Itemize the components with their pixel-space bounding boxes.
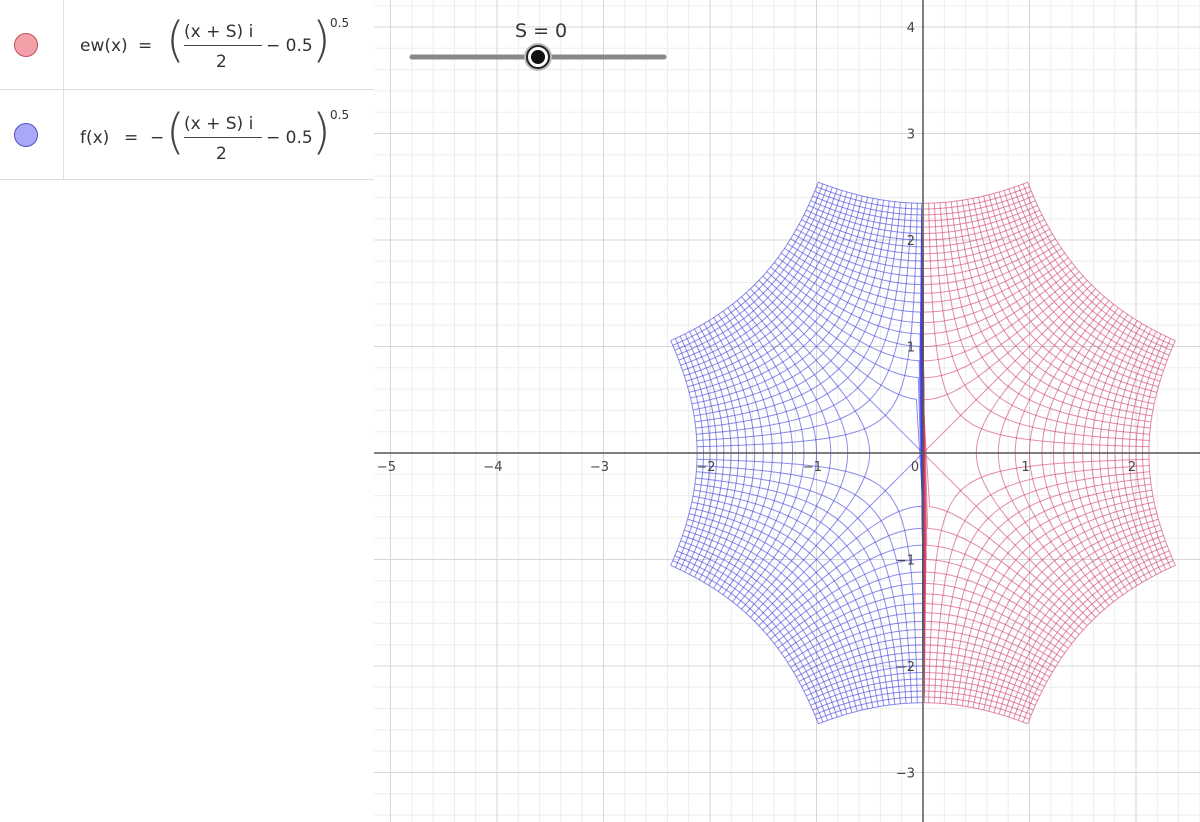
ew-grid-curve bbox=[967, 501, 1155, 707]
ew-grid-curve bbox=[961, 200, 1154, 411]
f-grid-curve bbox=[690, 507, 874, 708]
f-grid-curve bbox=[696, 471, 907, 704]
algebra-row-ew[interactable]: ew(x) = ( (x + S) i 2 − 0.5 ) 0.5 bbox=[0, 0, 374, 90]
tick-labels: −5 −4 −3 −2 −1 0 1 2 4 3 2 1 −1 −2 −3 bbox=[377, 21, 1136, 782]
f-grid-curve bbox=[678, 545, 838, 718]
ew-grid-curve bbox=[956, 200, 1153, 417]
ew-grid-curve bbox=[988, 524, 1161, 712]
y-tick-label: −3 bbox=[896, 767, 915, 782]
ew-grid-curve bbox=[977, 197, 1158, 393]
ew-grid-curve bbox=[993, 529, 1162, 713]
x-tick-label: −4 bbox=[483, 460, 502, 475]
f-grid-curve bbox=[684, 193, 853, 377]
x-tick-label: −1 bbox=[803, 460, 822, 475]
formula-equals: = bbox=[138, 36, 153, 56]
formula-numerator: (x + S) i bbox=[184, 114, 254, 134]
formula-exponent: 0.5 bbox=[330, 108, 350, 122]
f-grid-curve bbox=[692, 495, 885, 706]
slider-handle-dot bbox=[531, 50, 545, 64]
open-paren: ( bbox=[166, 104, 185, 160]
f-grid-curve bbox=[695, 477, 901, 704]
formula-tail: − 0.5 bbox=[266, 128, 313, 148]
x-tick-label: 1 bbox=[1021, 460, 1029, 475]
ew-grid-curve bbox=[950, 201, 1152, 423]
f-grid-curve bbox=[694, 483, 896, 705]
ew-grid-curve bbox=[998, 191, 1164, 371]
fraction-bar bbox=[184, 45, 262, 46]
f-grid-curve bbox=[693, 489, 890, 706]
row-divider bbox=[63, 0, 64, 89]
graphics-view[interactable]: −5 −4 −3 −2 −1 0 1 2 4 3 2 1 −1 −2 −3 bbox=[374, 0, 1200, 822]
f-grid-curve bbox=[676, 550, 833, 719]
ew-grid-curve bbox=[939, 202, 1150, 435]
y-tick-label: 1 bbox=[907, 341, 915, 356]
f-grid-curve bbox=[688, 513, 869, 709]
close-paren: ) bbox=[312, 12, 331, 68]
open-paren: ( bbox=[166, 12, 185, 68]
formula-lhs: f(x) bbox=[80, 128, 110, 148]
ew-grid-curve bbox=[967, 199, 1155, 405]
f-grid-curve bbox=[685, 524, 858, 712]
formula-denominator: 2 bbox=[216, 144, 227, 164]
y-tick-label: −2 bbox=[896, 660, 915, 675]
formula-denominator: 2 bbox=[216, 52, 227, 72]
x-tick-label: −5 bbox=[377, 460, 396, 475]
y-tick-label: −1 bbox=[896, 554, 915, 569]
ew-grid-curve bbox=[945, 202, 1151, 429]
f-grid-curve bbox=[691, 501, 879, 707]
f-grid-curve bbox=[682, 535, 848, 715]
ew-grid-curve bbox=[1022, 560, 1174, 723]
ew-grid-curve bbox=[1022, 183, 1174, 346]
algebra-row-f[interactable]: f(x) = − ( (x + S) i 2 − 0.5 ) 0.5 bbox=[0, 90, 374, 180]
x-tick-label: 0 bbox=[911, 460, 919, 475]
f-grid-curve bbox=[691, 199, 879, 405]
slider-label: S = 0 bbox=[515, 20, 568, 42]
f-grid-curve bbox=[674, 555, 829, 721]
formula-exponent: 0.5 bbox=[330, 16, 350, 30]
f-grid-curve bbox=[688, 197, 869, 393]
f-grid-curve bbox=[680, 540, 843, 716]
row-divider bbox=[63, 90, 64, 179]
f-grid-curve bbox=[696, 465, 913, 704]
algebra-panel: ew(x) = ( (x + S) i 2 − 0.5 ) 0.5 f(x) =… bbox=[0, 0, 374, 822]
ew-grid-curve bbox=[928, 203, 1150, 448]
f-grid-curve bbox=[672, 560, 824, 723]
visibility-toggle-f[interactable] bbox=[14, 123, 38, 147]
ew-grid-curve bbox=[1017, 185, 1172, 351]
ew-grid-curve bbox=[993, 193, 1162, 377]
ew-grid-curve bbox=[972, 198, 1156, 399]
y-tick-label: 2 bbox=[907, 234, 915, 249]
x-tick-label: −2 bbox=[696, 460, 715, 475]
f-grid-curve bbox=[685, 194, 858, 382]
close-paren: ) bbox=[312, 104, 331, 160]
ew-grid-curve bbox=[977, 513, 1158, 709]
f-grid-curve bbox=[670, 564, 819, 725]
f-grid-curve bbox=[696, 458, 918, 703]
f-grid-curve bbox=[672, 183, 824, 346]
formula-sign: − bbox=[150, 128, 165, 148]
slider-S[interactable] bbox=[409, 43, 667, 71]
fraction-bar bbox=[184, 137, 262, 138]
ew-grid-curve bbox=[933, 202, 1150, 441]
f-grid-curve bbox=[684, 529, 853, 713]
ew-grid-curve bbox=[1003, 190, 1166, 366]
x-tick-label: −3 bbox=[590, 460, 609, 475]
formula-tail: − 0.5 bbox=[266, 36, 313, 56]
formula-lhs: ew(x) bbox=[80, 36, 128, 56]
ew-grid-curve bbox=[1008, 188, 1168, 361]
y-tick-label: 3 bbox=[907, 128, 915, 143]
x-tick-label: 2 bbox=[1128, 460, 1136, 475]
ew-grid-curve bbox=[1013, 187, 1170, 356]
formula-equals: = bbox=[124, 128, 139, 148]
ew-grid-curve bbox=[983, 195, 1159, 388]
visibility-toggle-ew[interactable] bbox=[14, 33, 38, 57]
y-tick-label: 4 bbox=[907, 21, 915, 36]
ew-grid-curve bbox=[1027, 181, 1176, 342]
axes bbox=[374, 0, 1200, 822]
f-grid-curve bbox=[687, 518, 863, 711]
ew-grid-curve bbox=[988, 194, 1161, 382]
formula-numerator: (x + S) i bbox=[184, 22, 254, 42]
